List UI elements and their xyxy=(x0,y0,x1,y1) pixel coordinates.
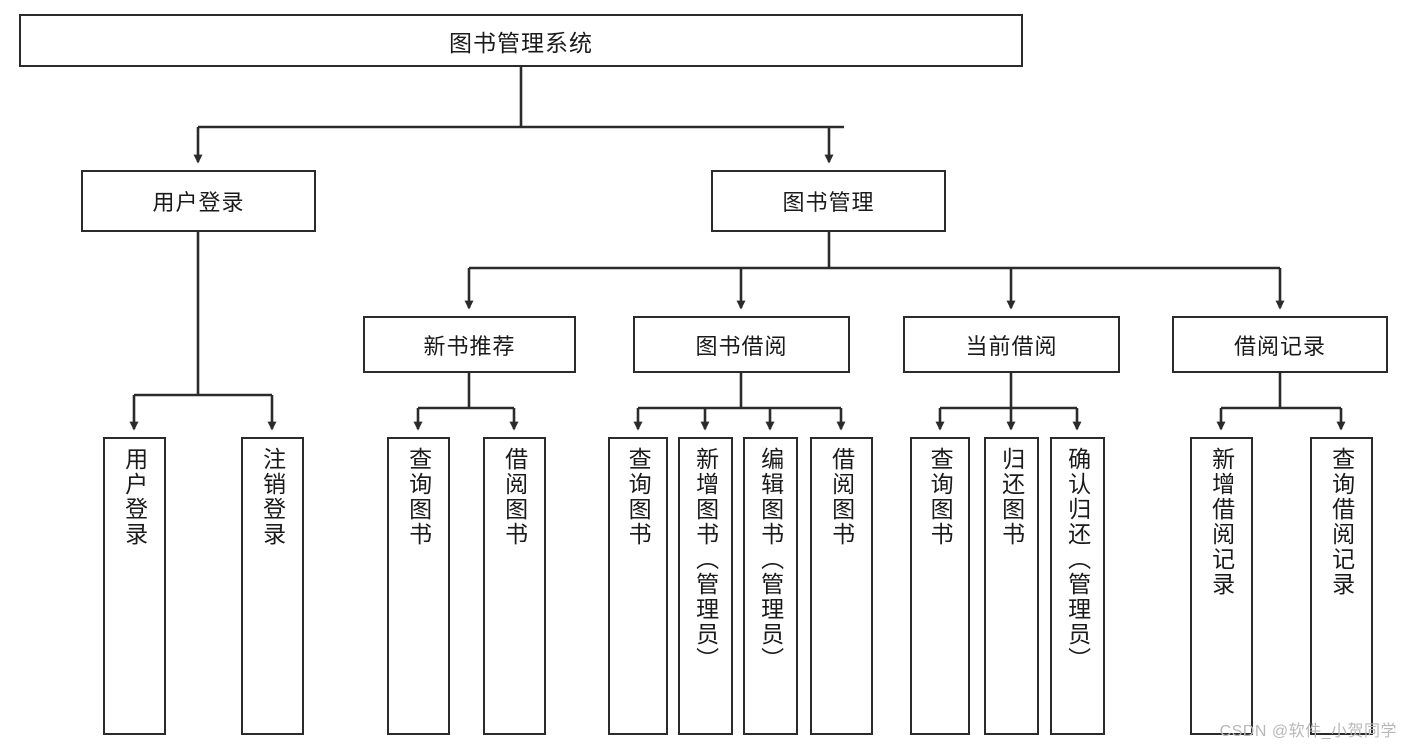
node-book-management[interactable]: 图书管理 xyxy=(711,170,946,232)
leaf-node[interactable]: 用户登录 xyxy=(103,437,166,735)
leaf-node-label: 借阅图书 xyxy=(828,447,855,547)
leaf-node-label: 查询借阅记录 xyxy=(1328,447,1355,597)
node-current-borrow[interactable]: 当前借阅 xyxy=(903,316,1120,373)
node-new-book-recommend-label: 新书推荐 xyxy=(423,333,516,359)
node-borrow-records-label: 借阅记录 xyxy=(1233,333,1326,359)
leaf-node[interactable]: 查询图书 xyxy=(910,437,970,735)
leaf-node[interactable]: 新增图书（管理员） xyxy=(678,437,733,735)
node-book-borrow-label: 图书借阅 xyxy=(695,333,788,359)
leaf-node[interactable]: 查询图书 xyxy=(387,437,450,735)
node-root[interactable]: 图书管理系统 xyxy=(19,14,1023,67)
node-new-book-recommend[interactable]: 新书推荐 xyxy=(363,316,576,373)
leaf-node-label: 借阅图书 xyxy=(501,447,528,547)
node-current-borrow-label: 当前借阅 xyxy=(965,333,1058,359)
leaf-node[interactable]: 借阅图书 xyxy=(810,437,873,735)
leaf-node[interactable]: 编辑图书（管理员） xyxy=(743,437,798,735)
node-book-borrow[interactable]: 图书借阅 xyxy=(633,316,850,373)
node-book-management-label: 图书管理 xyxy=(782,190,875,215)
leaf-node-label: 查询图书 xyxy=(625,447,652,547)
leaf-node[interactable]: 查询图书 xyxy=(608,437,668,735)
leaf-node-label: 确认归还（管理员） xyxy=(1064,447,1091,672)
leaf-node-label: 查询图书 xyxy=(405,447,432,547)
watermark: CSDN @软件_小贺同学 xyxy=(1219,723,1397,740)
leaf-node[interactable]: 借阅图书 xyxy=(483,437,546,735)
leaf-node-label: 用户登录 xyxy=(121,447,148,547)
leaf-node-label: 查询图书 xyxy=(927,447,954,547)
leaf-node-label: 注销登录 xyxy=(259,447,286,547)
leaf-node[interactable]: 归还图书 xyxy=(984,437,1039,735)
node-user-login-label: 用户登录 xyxy=(152,190,245,215)
leaf-node-label: 新增图书（管理员） xyxy=(692,447,719,672)
leaf-node-label: 归还图书 xyxy=(998,447,1025,547)
leaf-node[interactable]: 查询借阅记录 xyxy=(1310,437,1373,735)
leaf-node[interactable]: 确认归还（管理员） xyxy=(1050,437,1105,735)
node-user-login[interactable]: 用户登录 xyxy=(81,170,316,232)
node-root-label: 图书管理系统 xyxy=(449,29,593,56)
leaf-node-label: 新增借阅记录 xyxy=(1208,447,1235,597)
leaf-node-label: 编辑图书（管理员） xyxy=(757,447,784,672)
leaf-node[interactable]: 新增借阅记录 xyxy=(1190,437,1253,735)
leaf-node[interactable]: 注销登录 xyxy=(241,437,304,735)
node-borrow-records[interactable]: 借阅记录 xyxy=(1172,316,1388,373)
